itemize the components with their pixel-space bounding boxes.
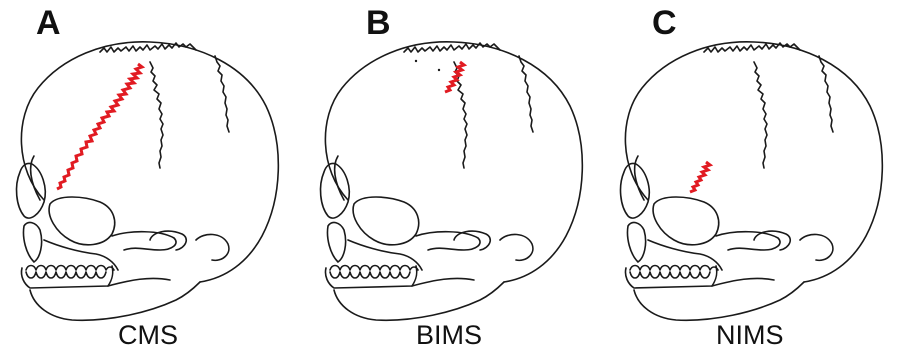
panel-a: A CMS — [0, 0, 300, 353]
affected-suture-highlight — [690, 162, 710, 192]
skull-illustration-b — [304, 0, 604, 353]
skull-illustration-c — [604, 0, 904, 353]
skull-outline — [17, 42, 279, 320]
skull-linework — [17, 42, 279, 320]
skull-linework — [621, 42, 883, 320]
affected-suture-highlight — [57, 64, 142, 189]
panel-caption-b: BIMS — [416, 320, 482, 351]
panel-caption-a: CMS — [118, 320, 178, 351]
skull-outline — [621, 42, 883, 320]
panel-b: B BIMS — [304, 0, 604, 353]
dot-mark — [438, 69, 440, 71]
affected-suture-highlight — [445, 62, 464, 92]
panel-c: C NIMS — [604, 0, 904, 353]
panel-caption-c: NIMS — [716, 320, 784, 351]
dot-mark — [415, 60, 417, 62]
skull-illustration-a — [0, 0, 300, 353]
